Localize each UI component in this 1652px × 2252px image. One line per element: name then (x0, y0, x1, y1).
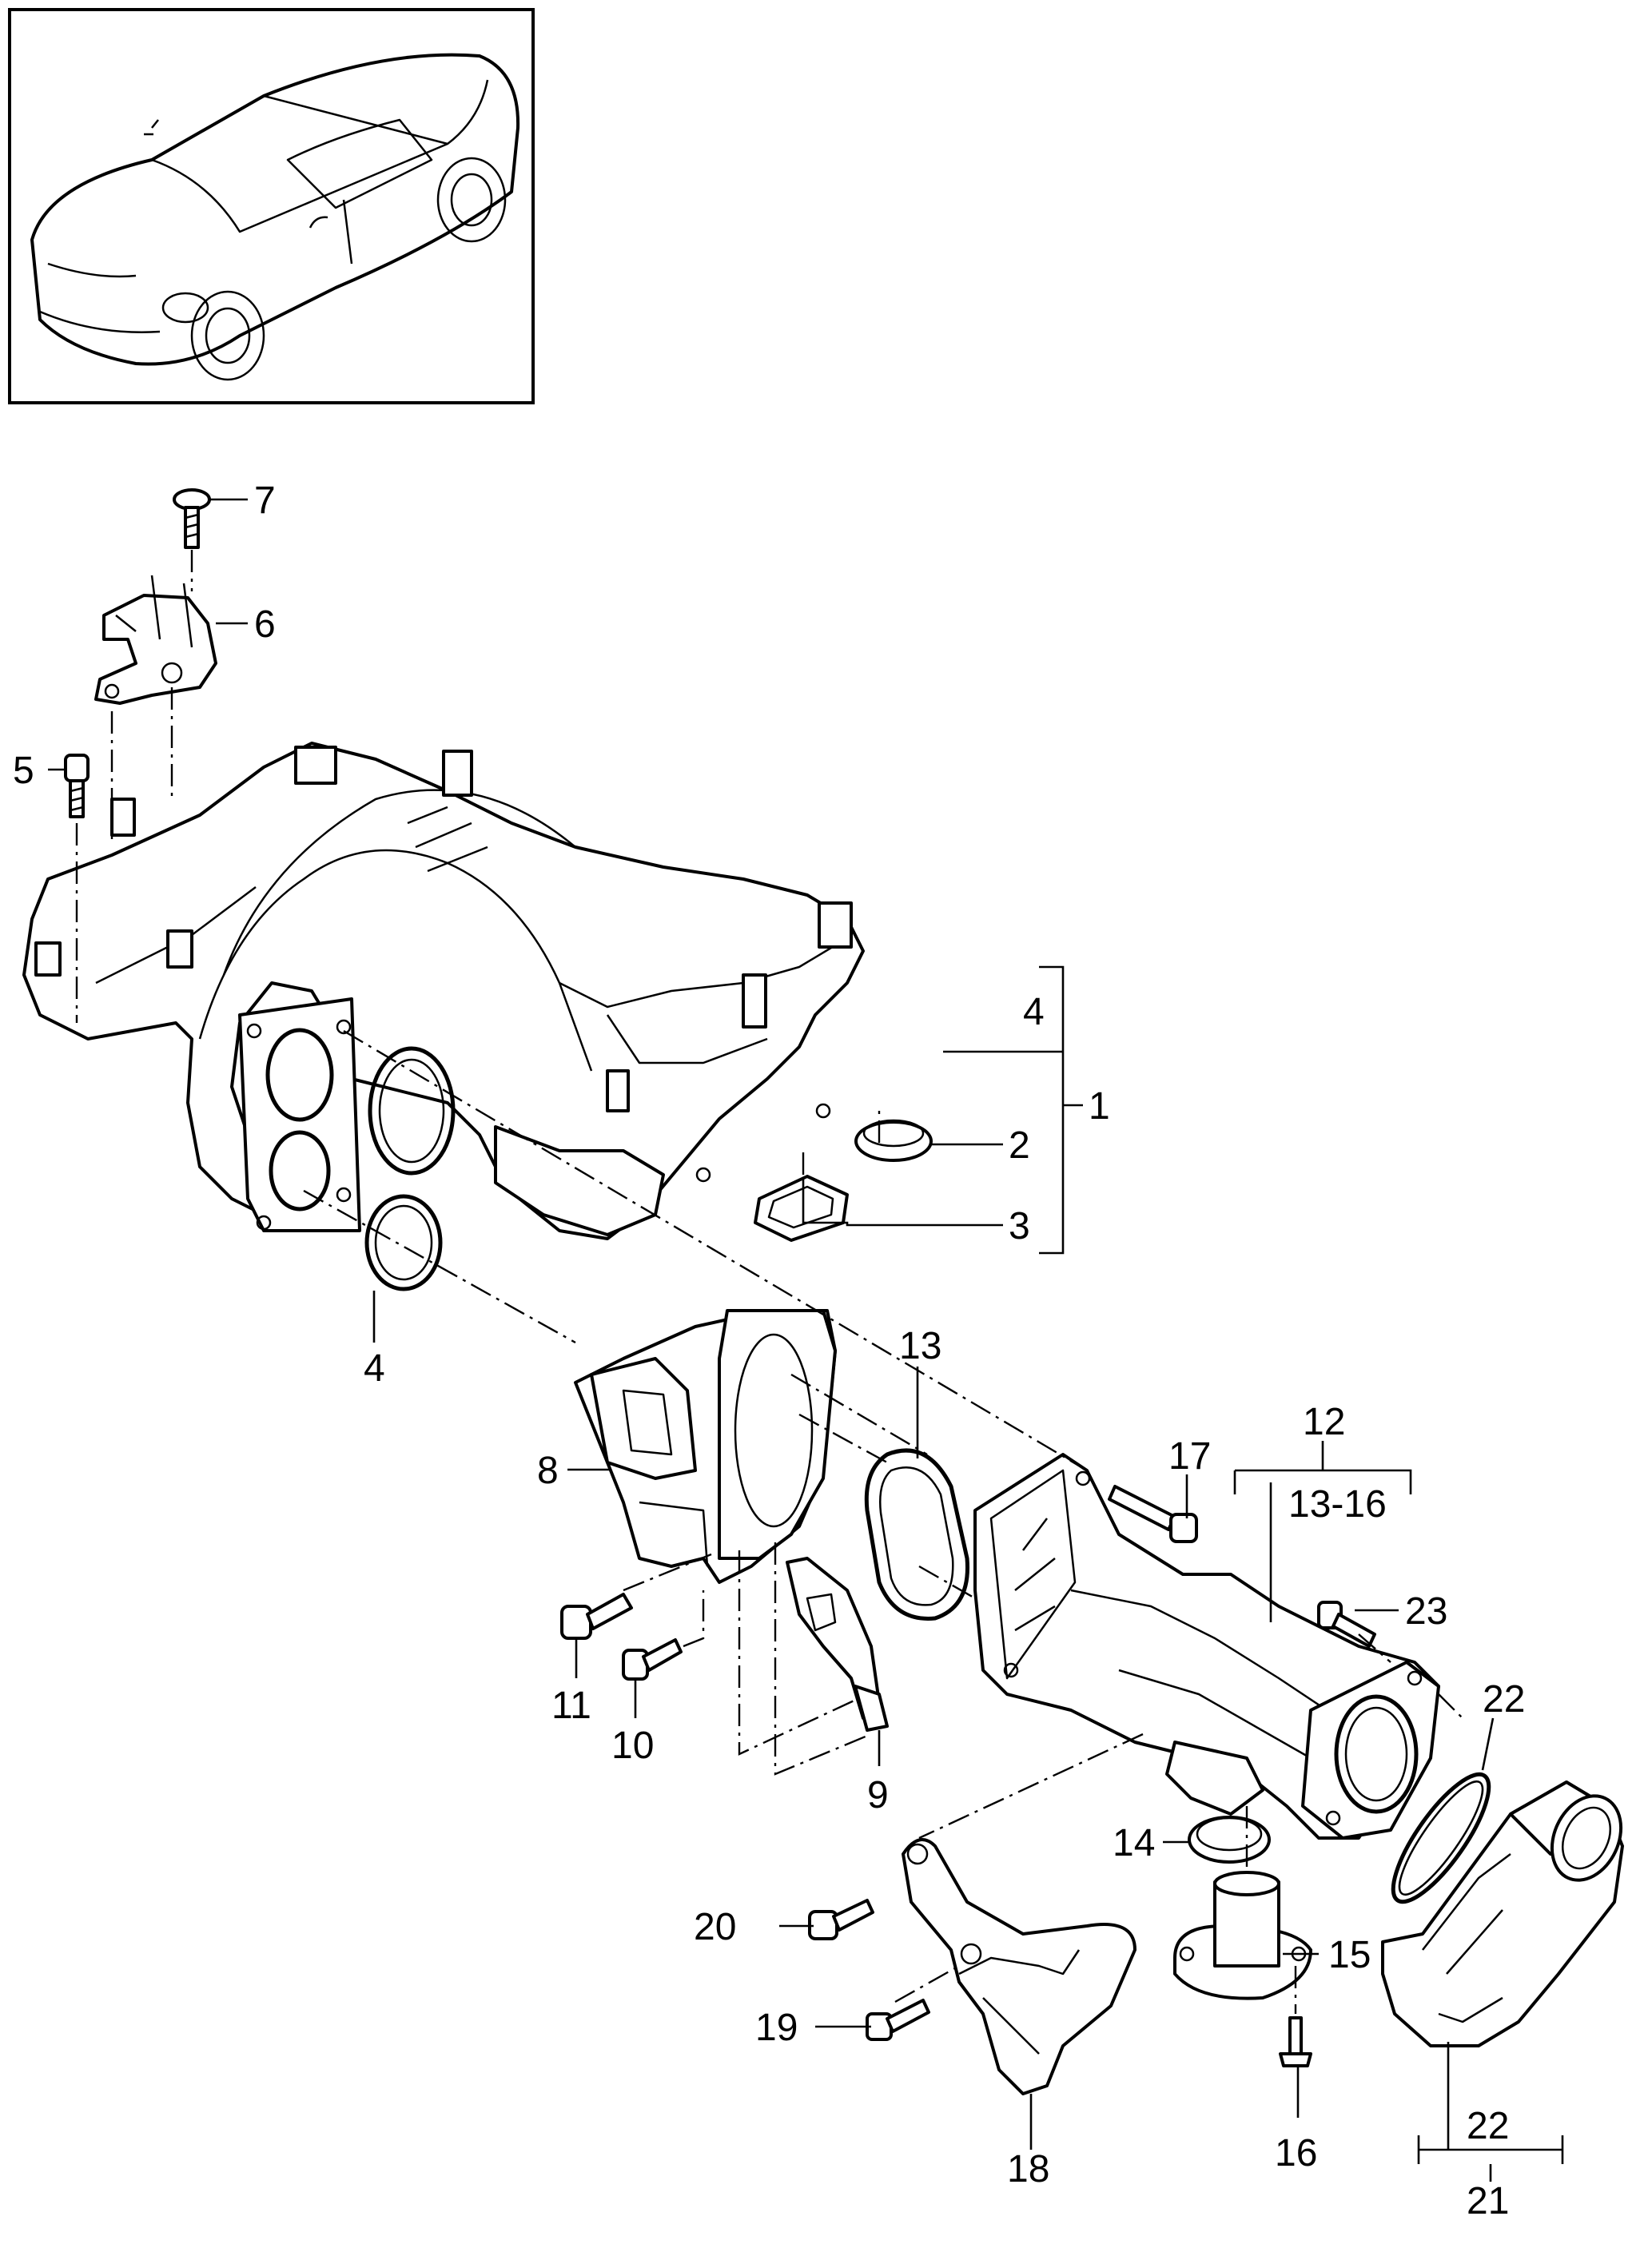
callout-2: 2 (1009, 1124, 1030, 1167)
intake-manifold (22, 742, 865, 1240)
callout-5: 5 (13, 750, 34, 792)
callout-7: 7 (254, 479, 276, 522)
callout-10: 10 (611, 1725, 654, 1767)
callout-3: 3 (1009, 1205, 1030, 1247)
throttle-body-8 (574, 1309, 837, 1584)
throttle-body-icon (574, 1309, 837, 1584)
callout-4-bottom: 4 (364, 1347, 385, 1390)
screw-19 (866, 1999, 930, 2041)
callout-21: 21 (1467, 2180, 1509, 2222)
screw-11 (560, 1593, 633, 1640)
intake-manifold-icon (22, 742, 865, 1240)
bracket-9 (786, 1557, 889, 1732)
callout-23: 23 (1405, 1590, 1447, 1633)
alignment-lines (75, 550, 1463, 2014)
callout-18: 18 (1007, 2148, 1049, 2190)
gasket-4 (364, 1046, 456, 1291)
callout-14: 14 (1113, 1822, 1155, 1864)
gasket-13 (864, 1448, 969, 1621)
callout-9: 9 (867, 1774, 889, 1816)
callout-8: 8 (537, 1450, 559, 1492)
intake-pipe-icon (973, 1453, 1440, 1840)
callout-1: 1 (1089, 1085, 1110, 1128)
callout-labels: 7 6 5 4 1 2 3 4 8 13 17 12 13-16 23 22 1… (13, 479, 1525, 2222)
callout-12: 12 (1303, 1401, 1345, 1443)
callout-range-13-16: 13-16 (1288, 1483, 1387, 1526)
callout-11: 11 (551, 1685, 591, 1727)
gasket-3 (754, 1175, 849, 1242)
callout-17: 17 (1168, 1435, 1211, 1478)
screw-7 (173, 488, 211, 549)
screw-5 (64, 754, 90, 818)
callout-6: 6 (254, 603, 276, 646)
screw-17 (1108, 1485, 1198, 1543)
valve-15 (1173, 1871, 1312, 2000)
callout-16: 16 (1275, 2132, 1317, 2174)
screw-16 (1279, 2016, 1312, 2067)
bracket-18 (902, 1838, 1136, 2095)
air-duct-21 (1381, 1781, 1624, 2047)
callout-19: 19 (755, 2007, 798, 2049)
bracket-6 (94, 575, 217, 705)
callout-20: 20 (694, 1906, 736, 1948)
callout-4-top: 4 (1023, 991, 1045, 1033)
seal-ring-22 (1391, 1772, 1491, 1904)
callout-13: 13 (899, 1325, 941, 1367)
leader-lines (48, 498, 1564, 2182)
screw-20 (808, 1899, 874, 1940)
seal-ring-14 (1188, 1816, 1271, 1864)
seal-ring-2 (854, 1119, 933, 1162)
callout-15: 15 (1328, 1934, 1371, 1976)
vehicle-thumbnail-icon (30, 53, 520, 381)
callout-22-bottom: 22 (1467, 2105, 1509, 2147)
callout-22-top: 22 (1483, 1678, 1525, 1721)
vehicle-thumbnail (8, 8, 535, 404)
intake-pipe-12 (973, 1453, 1440, 1840)
screw-10 (622, 1638, 683, 1681)
